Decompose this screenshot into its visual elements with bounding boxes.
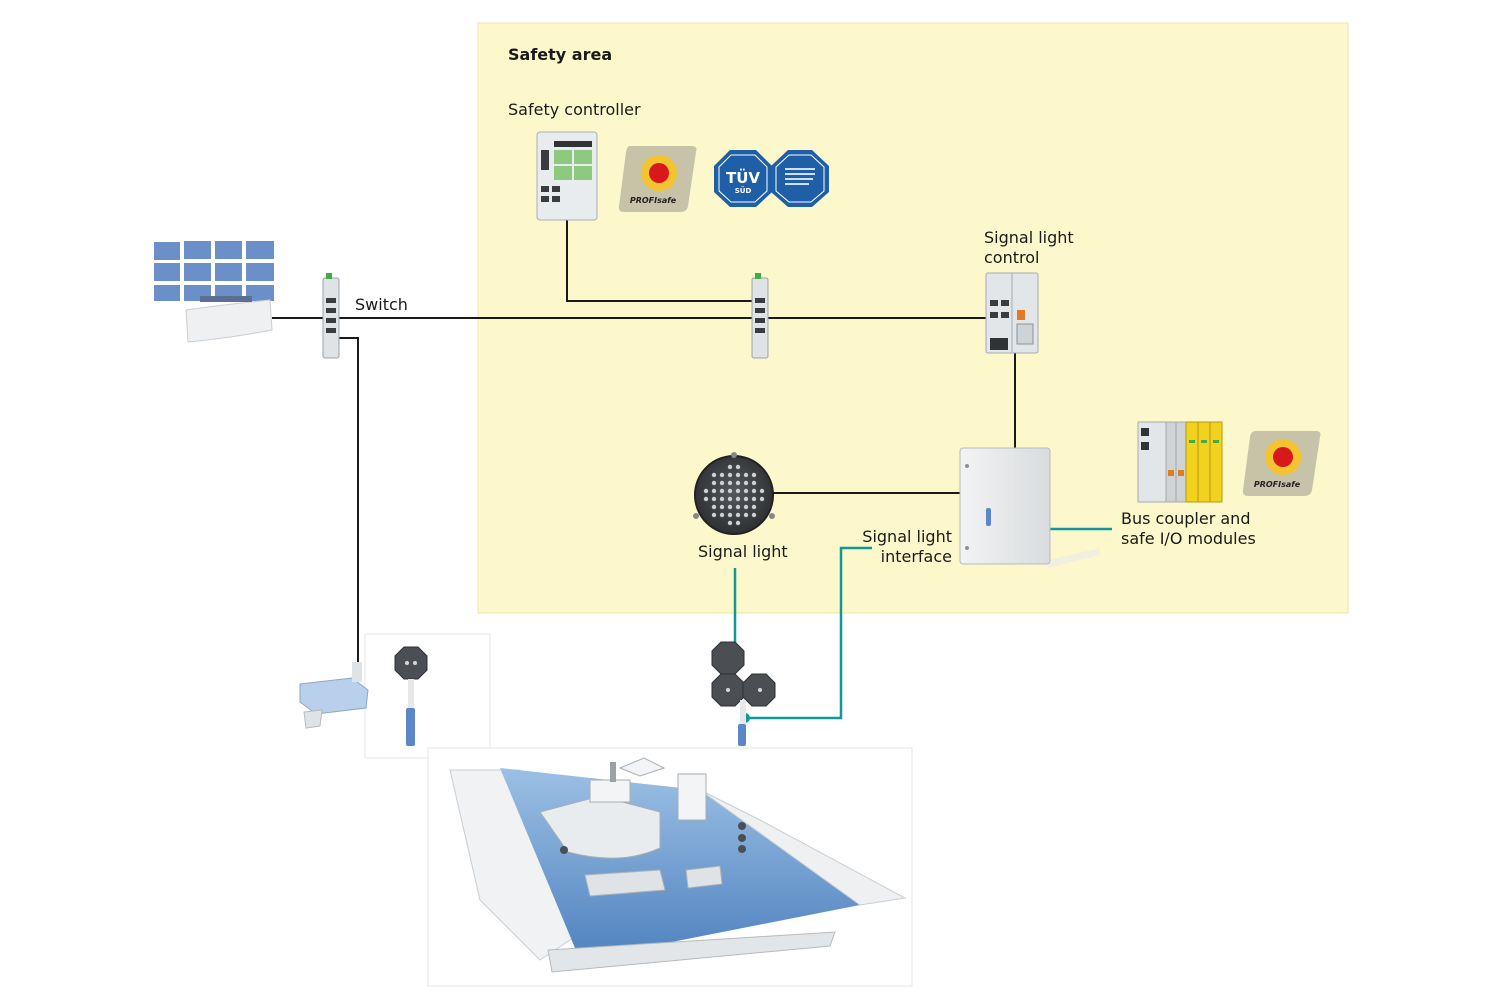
- led-dot: [727, 464, 733, 470]
- led-dot: [735, 480, 741, 486]
- camera-icon: [299, 662, 369, 729]
- safety-controller-icon: [536, 131, 598, 221]
- safety-controller-label: Safety controller: [508, 100, 641, 119]
- led-dot: [743, 472, 749, 478]
- signal-light-label: Signal light: [698, 542, 788, 561]
- led-dot: [735, 496, 741, 502]
- safety-area-title: Safety area: [508, 45, 613, 64]
- led-dot: [727, 504, 733, 510]
- led-dot: [751, 488, 757, 494]
- led-dot: [751, 512, 757, 518]
- led-dot: [727, 496, 733, 502]
- sud-text: SÜD: [735, 186, 752, 195]
- bus-coupler-label: Bus coupler and safe I/O modules: [1121, 509, 1256, 549]
- signal-light-control-label-line1: Signal light: [984, 228, 1074, 247]
- led-dot: [735, 464, 741, 470]
- led-dot: [751, 480, 757, 486]
- signal-light-control-label: Signal light control: [984, 228, 1074, 268]
- led-dot: [735, 512, 741, 518]
- led-dot: [727, 488, 733, 494]
- led-dot: [743, 504, 749, 510]
- ship-lock-icon: [449, 757, 907, 973]
- traffic-signal-icon: [394, 646, 428, 746]
- led-dot: [743, 496, 749, 502]
- led-dot: [703, 488, 709, 494]
- led-dot: [735, 488, 741, 494]
- led-dot: [759, 488, 765, 494]
- led-dot: [751, 496, 757, 502]
- bus-coupler-label-line1: Bus coupler and: [1121, 509, 1251, 528]
- led-dot: [711, 504, 717, 510]
- tuv-text: TÜV: [726, 168, 760, 187]
- led-dot: [719, 504, 725, 510]
- led-dot: [735, 472, 741, 478]
- led-dot: [735, 520, 741, 526]
- ethernet-lines: [272, 220, 1016, 672]
- profisafe-text: PROFIsafe: [1254, 480, 1301, 489]
- control-room-icon: [152, 239, 276, 343]
- cabinet-icon: [959, 447, 1100, 568]
- led-dot: [719, 472, 725, 478]
- signal-light-interface-label-line2: interface: [880, 547, 952, 566]
- emergency-stop-icon: PROFIsafe: [618, 146, 697, 212]
- switch-label: Switch: [355, 295, 408, 314]
- led-dot: [727, 480, 733, 486]
- io-modules-icon: [1137, 421, 1223, 503]
- signal-light-interface-label: Signal light interface: [860, 527, 952, 567]
- led-dot: [711, 496, 717, 502]
- led-dot: [743, 480, 749, 486]
- led-dot: [719, 512, 725, 518]
- led-dot: [727, 520, 733, 526]
- traffic-signal-icon: [711, 641, 776, 746]
- signal-light-interface-label-line1: Signal light: [862, 527, 952, 546]
- led-dot: [759, 496, 765, 502]
- led-dot: [703, 496, 709, 502]
- led-dot: [743, 488, 749, 494]
- camera-panel: [364, 633, 491, 759]
- led-dot: [719, 496, 725, 502]
- emergency-stop-icon: PROFIsafe: [1242, 431, 1321, 496]
- signal-light-icon: [693, 452, 775, 535]
- led-dot: [751, 504, 757, 510]
- switch-icon: [751, 273, 769, 359]
- bus-coupler-label-line2: safe I/O modules: [1121, 529, 1256, 548]
- led-dot: [743, 512, 749, 518]
- led-dot: [735, 504, 741, 510]
- led-dot: [711, 512, 717, 518]
- led-dot: [719, 488, 725, 494]
- led-dot: [711, 472, 717, 478]
- led-dot: [719, 480, 725, 486]
- tuv-certification-icon: TÜV SÜD: [714, 150, 829, 207]
- led-dot: [727, 472, 733, 478]
- profisafe-text: PROFIsafe: [630, 196, 677, 205]
- led-dot: [727, 512, 733, 518]
- led-dot: [711, 488, 717, 494]
- led-dot: [711, 480, 717, 486]
- switch-icon: [322, 273, 340, 359]
- signal-light-control-icon: [985, 272, 1039, 354]
- signal-light-control-label-line2: control: [984, 248, 1040, 267]
- led-dot: [751, 472, 757, 478]
